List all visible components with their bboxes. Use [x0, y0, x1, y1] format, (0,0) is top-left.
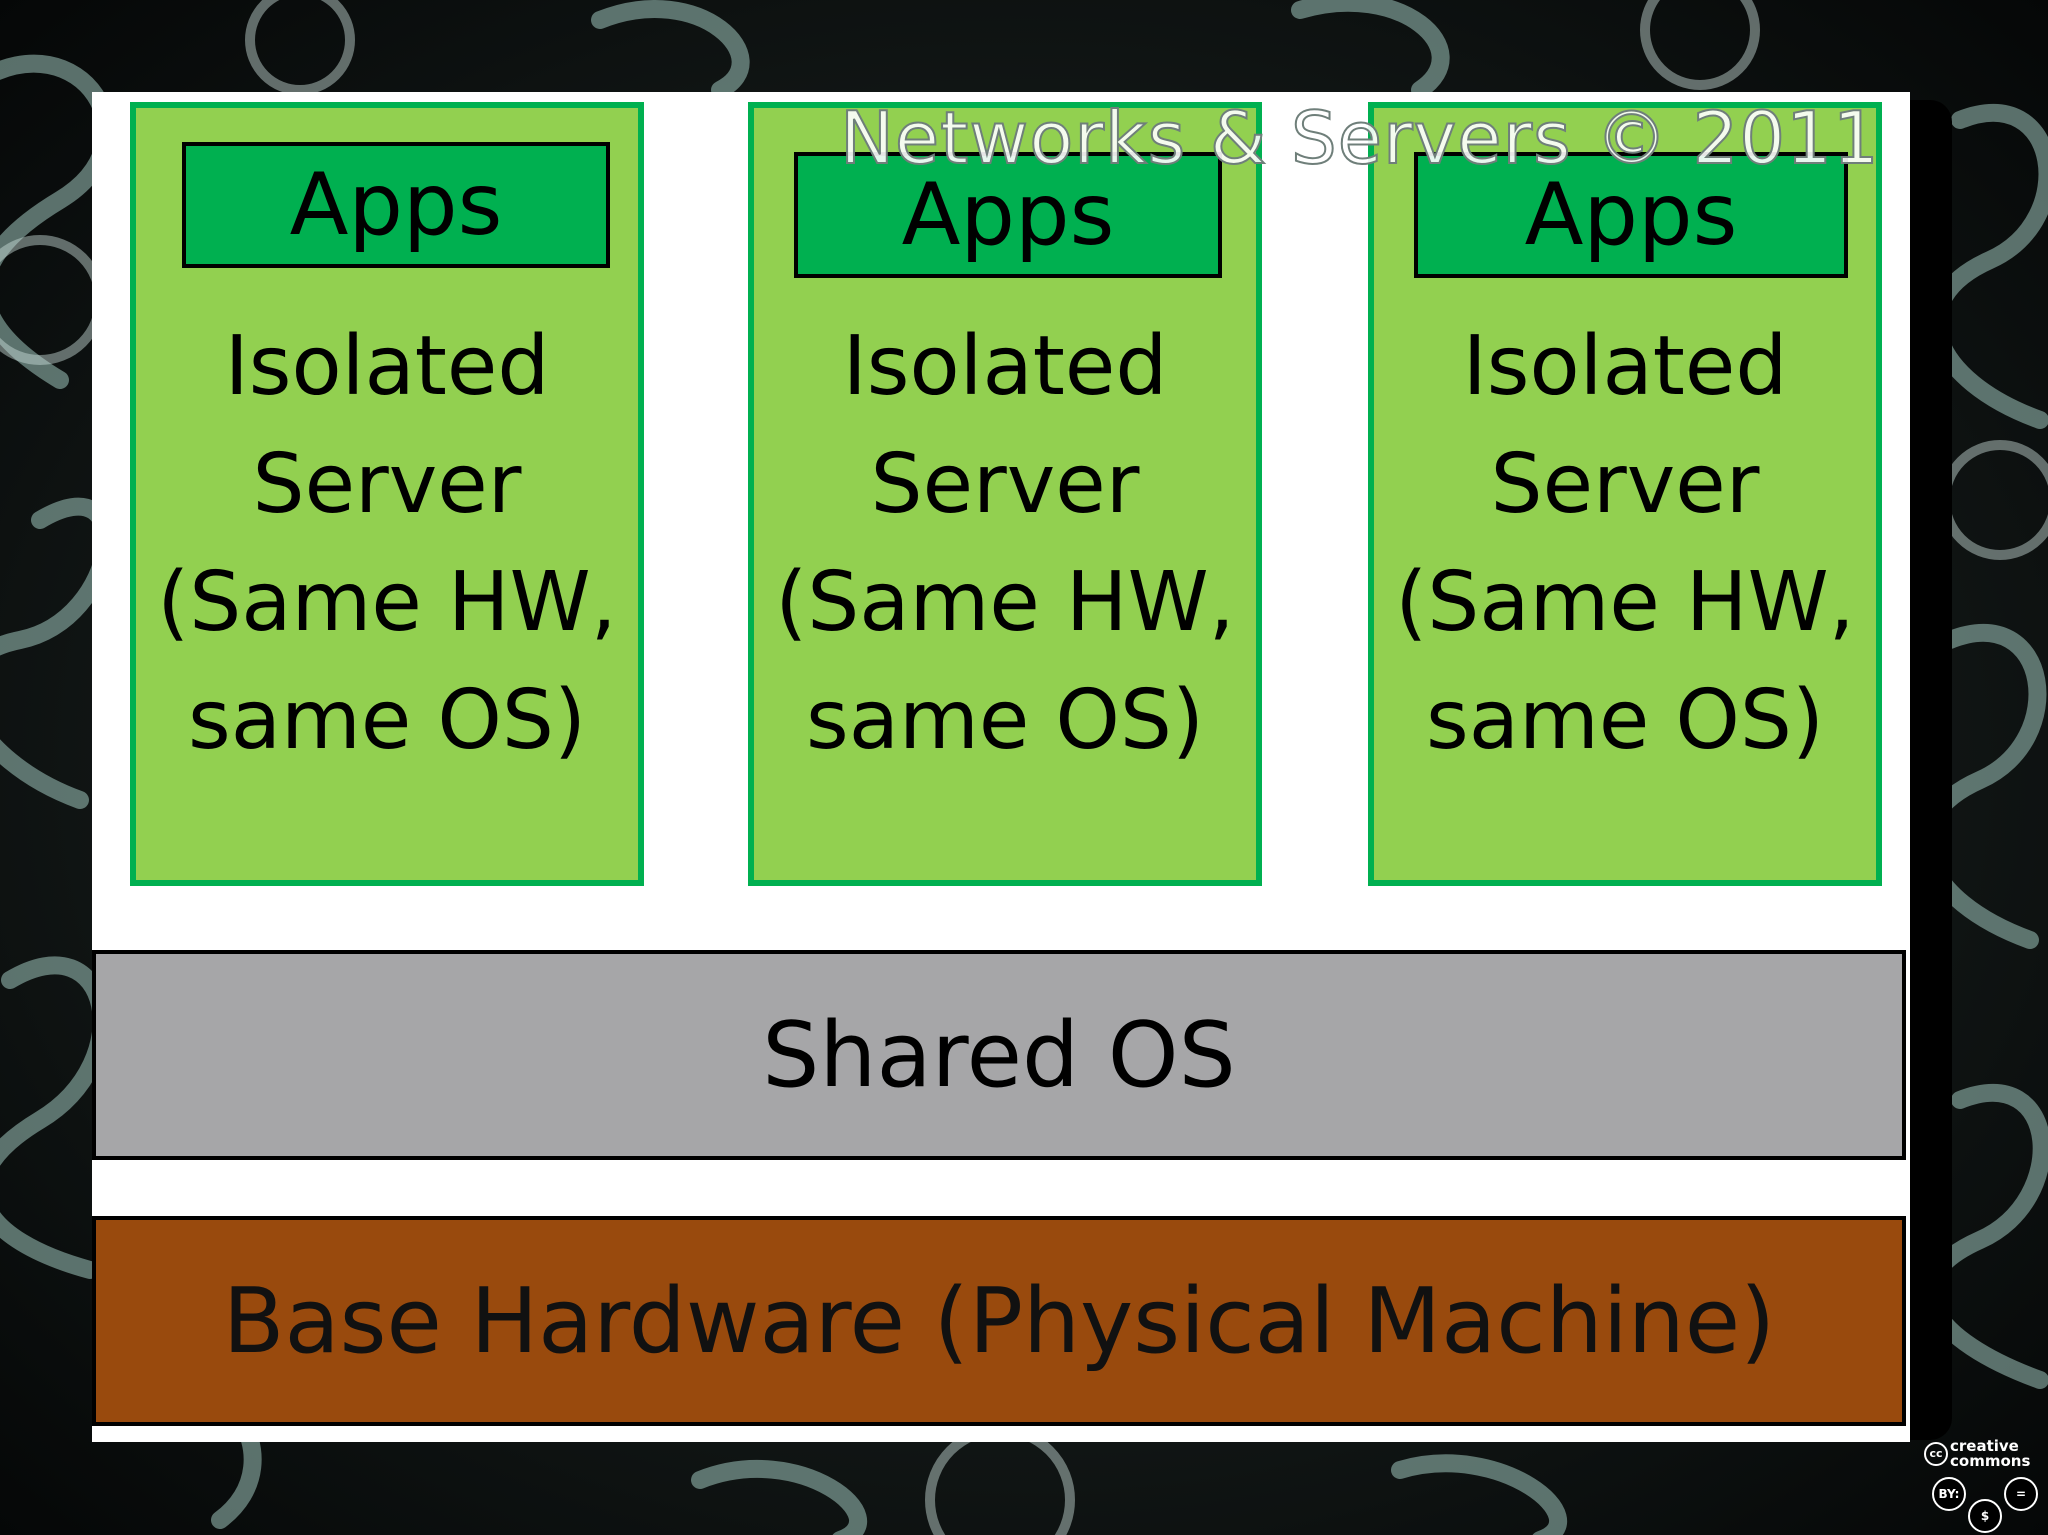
server-line: (Same HW, — [775, 555, 1235, 650]
isolated-server-box-2: Apps Isolated Server (Same HW, same OS) — [748, 102, 1262, 886]
base-hardware-layer: Base Hardware (Physical Machine) — [92, 1216, 1906, 1426]
base-hardware-label: Base Hardware (Physical Machine) — [222, 1268, 1776, 1374]
apps-box-1: Apps — [182, 142, 610, 268]
apps-label: Apps — [289, 155, 503, 255]
cc-noderivatives-icon: = — [2004, 1477, 2038, 1511]
isolated-server-text-1: Isolated Server (Same HW, same OS) — [136, 308, 638, 780]
server-line: Server — [870, 437, 1140, 532]
isolated-server-box-3: Apps Isolated Server (Same HW, same OS) — [1368, 102, 1882, 886]
server-line: Isolated — [1462, 319, 1788, 414]
isolated-server-text-2: Isolated Server (Same HW, same OS) — [754, 308, 1256, 780]
apps-box-3: Apps — [1414, 152, 1848, 278]
cc-logo-icon: cc — [1924, 1442, 1948, 1466]
cc-word-bottom: commons — [1950, 1452, 2031, 1470]
apps-label: Apps — [901, 165, 1115, 265]
server-line: Isolated — [842, 319, 1168, 414]
isolated-server-text-3: Isolated Server (Same HW, same OS) — [1374, 308, 1876, 780]
server-line: same OS) — [188, 673, 586, 768]
slide-canvas: Apps Isolated Server (Same HW, same OS) … — [92, 92, 1910, 1442]
server-line: (Same HW, — [157, 555, 617, 650]
server-line: Isolated — [224, 319, 550, 414]
isolated-server-box-1: Apps Isolated Server (Same HW, same OS) — [130, 102, 644, 886]
cc-noncommercial-icon: $ — [1968, 1499, 2002, 1533]
apps-box-2: Apps — [794, 152, 1222, 278]
shared-os-layer: Shared OS — [92, 950, 1906, 1160]
copyright-watermark: Networks & Servers © 2011 — [839, 95, 1880, 181]
server-line: same OS) — [806, 673, 1204, 768]
server-line: Server — [252, 437, 522, 532]
apps-label: Apps — [1524, 165, 1738, 265]
cc-word-top: creative — [1950, 1437, 2019, 1455]
server-line: (Same HW, — [1395, 555, 1855, 650]
server-line: Server — [1490, 437, 1760, 532]
cc-attribution-icon: BY: — [1932, 1477, 1966, 1511]
shared-os-label: Shared OS — [762, 1002, 1236, 1108]
server-line: same OS) — [1426, 673, 1824, 768]
